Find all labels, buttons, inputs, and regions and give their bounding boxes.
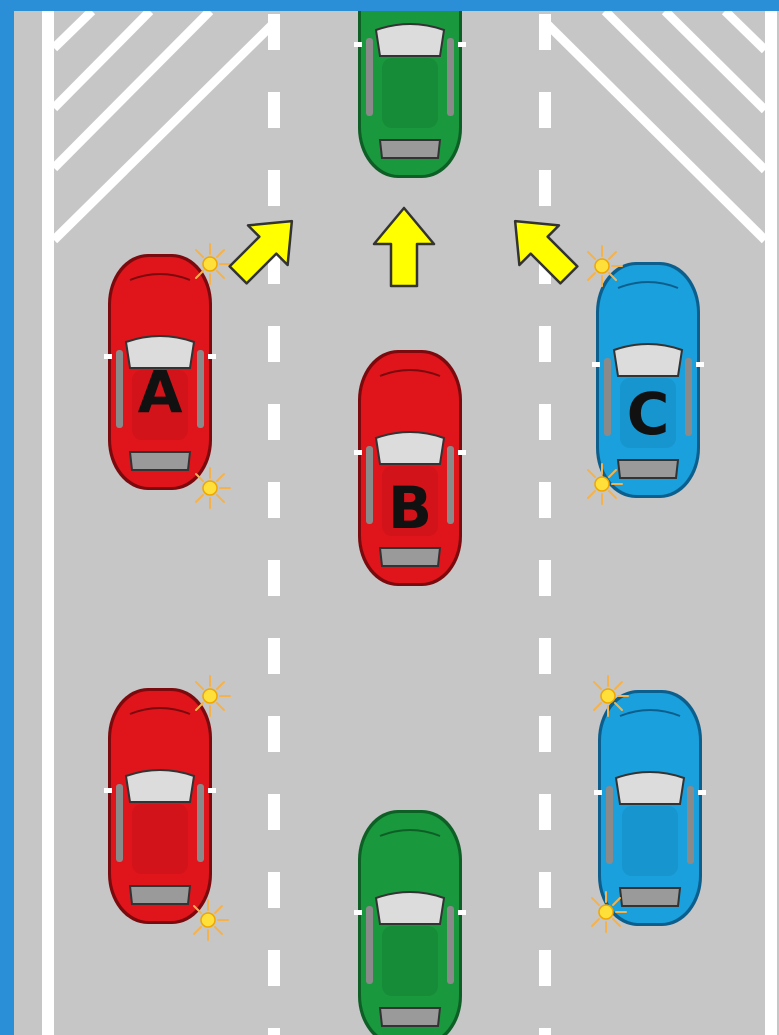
top-frame-border <box>0 0 779 11</box>
car-b-label: B <box>388 474 432 542</box>
left-frame-border <box>0 0 14 1035</box>
car-front-center <box>354 0 466 178</box>
car-rear-center <box>354 810 466 1035</box>
car-b: B <box>354 350 466 586</box>
car-c-label: C <box>627 380 670 448</box>
right-edge-line <box>765 11 777 1035</box>
car-a-label: A <box>138 358 183 426</box>
car-rear-right <box>592 676 706 932</box>
car-c: C <box>588 246 704 504</box>
left-edge-line <box>42 11 54 1035</box>
